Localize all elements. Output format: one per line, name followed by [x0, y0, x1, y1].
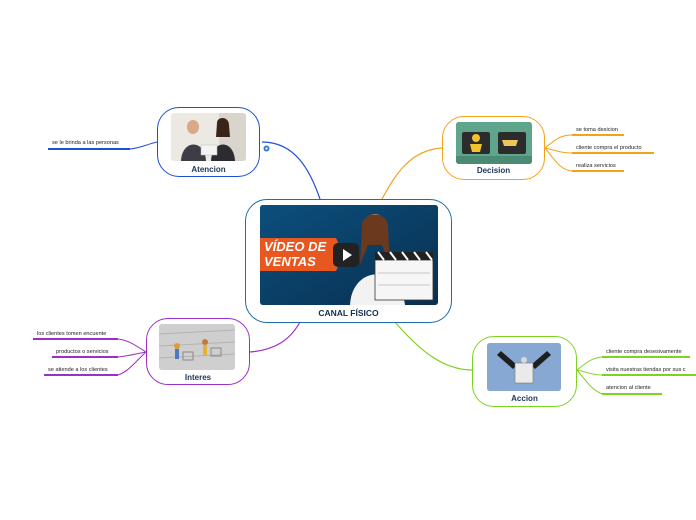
interes-item-0[interactable]: los clientes tomen encuente [37, 331, 107, 337]
presenter-hair [360, 214, 390, 265]
decision-item-1[interactable]: cliente compra el producto [576, 145, 642, 151]
leaf-link-atencion-0 [129, 141, 158, 150]
video-title-line1: VÍDEO DE [264, 239, 327, 254]
leaf-link-interes-0 [117, 338, 147, 353]
atencion-item-0-underline [48, 148, 130, 150]
leaf-link-decision-2 [544, 147, 573, 172]
node-interes[interactable]: Interes [146, 318, 250, 385]
accion-item-2[interactable]: atencion al cliente [606, 385, 651, 391]
decision-item-0-underline [572, 134, 624, 136]
accion-item-2-underline [602, 393, 662, 395]
accion-item-1[interactable]: visita nuestras tiendas por sus c [606, 367, 686, 373]
interes-item-1[interactable]: productos o servicios [56, 349, 109, 355]
accion-item-1-underline [602, 374, 696, 376]
leaf-link-decision-1 [544, 147, 573, 154]
link-pin-icon[interactable] [263, 139, 270, 152]
decision-image [456, 122, 532, 164]
link-atencion [261, 141, 321, 200]
accion-title: Accion [511, 394, 538, 403]
accion-image [487, 343, 561, 391]
accion-item-0[interactable]: cliente compra desesivamente [606, 349, 682, 355]
interes-image [159, 324, 235, 370]
interes-item-1-underline [52, 356, 118, 358]
central-title: CANAL FÍSICO [318, 308, 379, 318]
atencion-image [171, 113, 246, 161]
node-decision[interactable]: Decision [442, 116, 545, 180]
leaf-link-accion-2 [576, 369, 603, 395]
central-node[interactable]: VÍDEO DE VENTAS CANAL FÍSICO [245, 199, 452, 323]
link-interes [249, 321, 301, 353]
leaf-link-interes-1 [117, 351, 147, 358]
decision-item-2[interactable]: realiza servicios [576, 163, 616, 169]
title-banner [260, 238, 344, 271]
decision-item-0[interactable]: se toma desicion [576, 127, 618, 133]
play-icon[interactable] [333, 243, 359, 267]
atencion-item-0[interactable]: se le brinda a las personas [52, 140, 119, 146]
link-accion [394, 321, 473, 371]
leaf-link-interes-2 [117, 351, 147, 376]
leaf-link-accion-0 [576, 356, 603, 371]
leaf-link-accion-1 [576, 369, 603, 376]
decision-item-1-underline [572, 152, 654, 154]
interes-item-2[interactable]: se atiende a los clientes [48, 367, 108, 373]
video-title-line2: VENTAS [264, 254, 316, 269]
accion-item-0-underline [602, 356, 690, 358]
decision-title: Decision [476, 166, 511, 175]
leaf-link-decision-0 [544, 134, 573, 149]
interes-item-2-underline [44, 374, 118, 376]
link-decision [381, 147, 443, 200]
decision-item-2-underline [572, 170, 624, 172]
node-atencion[interactable]: Atencion [157, 107, 260, 177]
node-accion[interactable]: Accion [472, 336, 577, 407]
interes-title: Interes [184, 373, 212, 382]
atencion-title: Atencion [191, 165, 226, 174]
clapboard-icon [374, 251, 434, 301]
video-thumbnail[interactable]: VÍDEO DE VENTAS [260, 205, 438, 305]
interes-item-0-underline [33, 338, 118, 340]
